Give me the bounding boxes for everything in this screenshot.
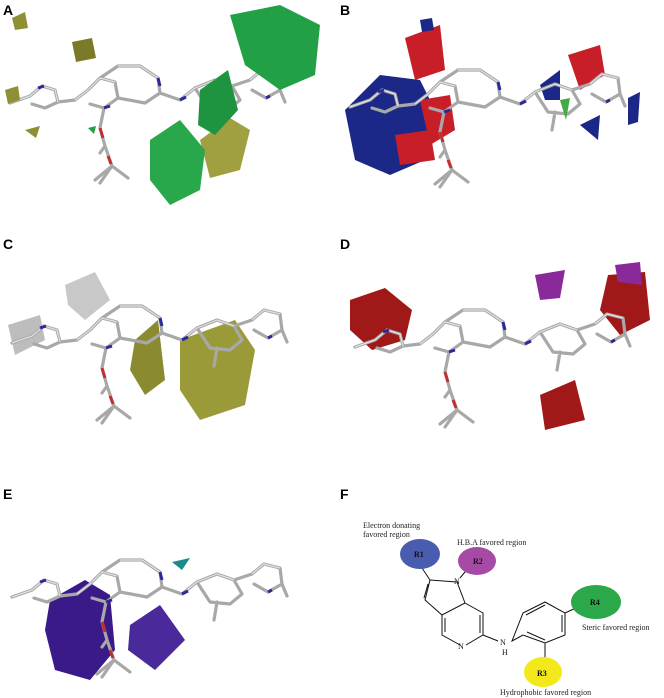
panel-label-f: F (340, 486, 349, 502)
panel-c: C (3, 236, 289, 425)
panel-label-c: C (3, 236, 13, 252)
atom-n5: N (458, 642, 464, 651)
steric-contours-a (5, 5, 320, 205)
panel-d: D (340, 236, 650, 430)
panel-b: B (340, 2, 640, 189)
panel-e: E (3, 486, 289, 680)
region-r3-label: R3 (537, 669, 547, 678)
region-r1-annotation-1: Electron donating (363, 521, 420, 530)
panel-label-a: A (3, 2, 13, 18)
region-r3: R3 Hydrophobic favored region (500, 657, 591, 697)
region-r3-annotation: Hydrophobic favored region (500, 688, 591, 697)
region-r2-annotation: H.B.A favored region (457, 538, 526, 547)
panel-a: A (3, 2, 320, 205)
panel-f: F N N N H R1 Electron donating favored r… (340, 486, 650, 697)
atom-nh-n: N (500, 638, 506, 647)
contours-e (45, 558, 190, 680)
region-r2-label: R2 (473, 557, 483, 566)
region-r1-annotation-2: favored region (363, 530, 410, 539)
region-r1-label: R1 (414, 550, 424, 559)
scaffold-structure: N N N H (421, 565, 579, 658)
panel-label-e: E (3, 486, 12, 502)
region-r1: R1 Electron donating favored region (363, 521, 440, 569)
atom-nh-h: H (502, 648, 508, 657)
region-r4-label: R4 (590, 598, 600, 607)
panel-label-b: B (340, 2, 350, 18)
region-r2: R2 H.B.A favored region (457, 538, 526, 575)
region-r4: R4 Steric favored region (571, 585, 650, 632)
region-r4-annotation: Steric favored region (582, 623, 650, 632)
molecule-a (8, 64, 287, 185)
atom-n1: N (454, 577, 460, 586)
contours-d (350, 262, 650, 430)
panel-label-d: D (340, 236, 350, 252)
chlorine-atom-b (560, 98, 570, 120)
